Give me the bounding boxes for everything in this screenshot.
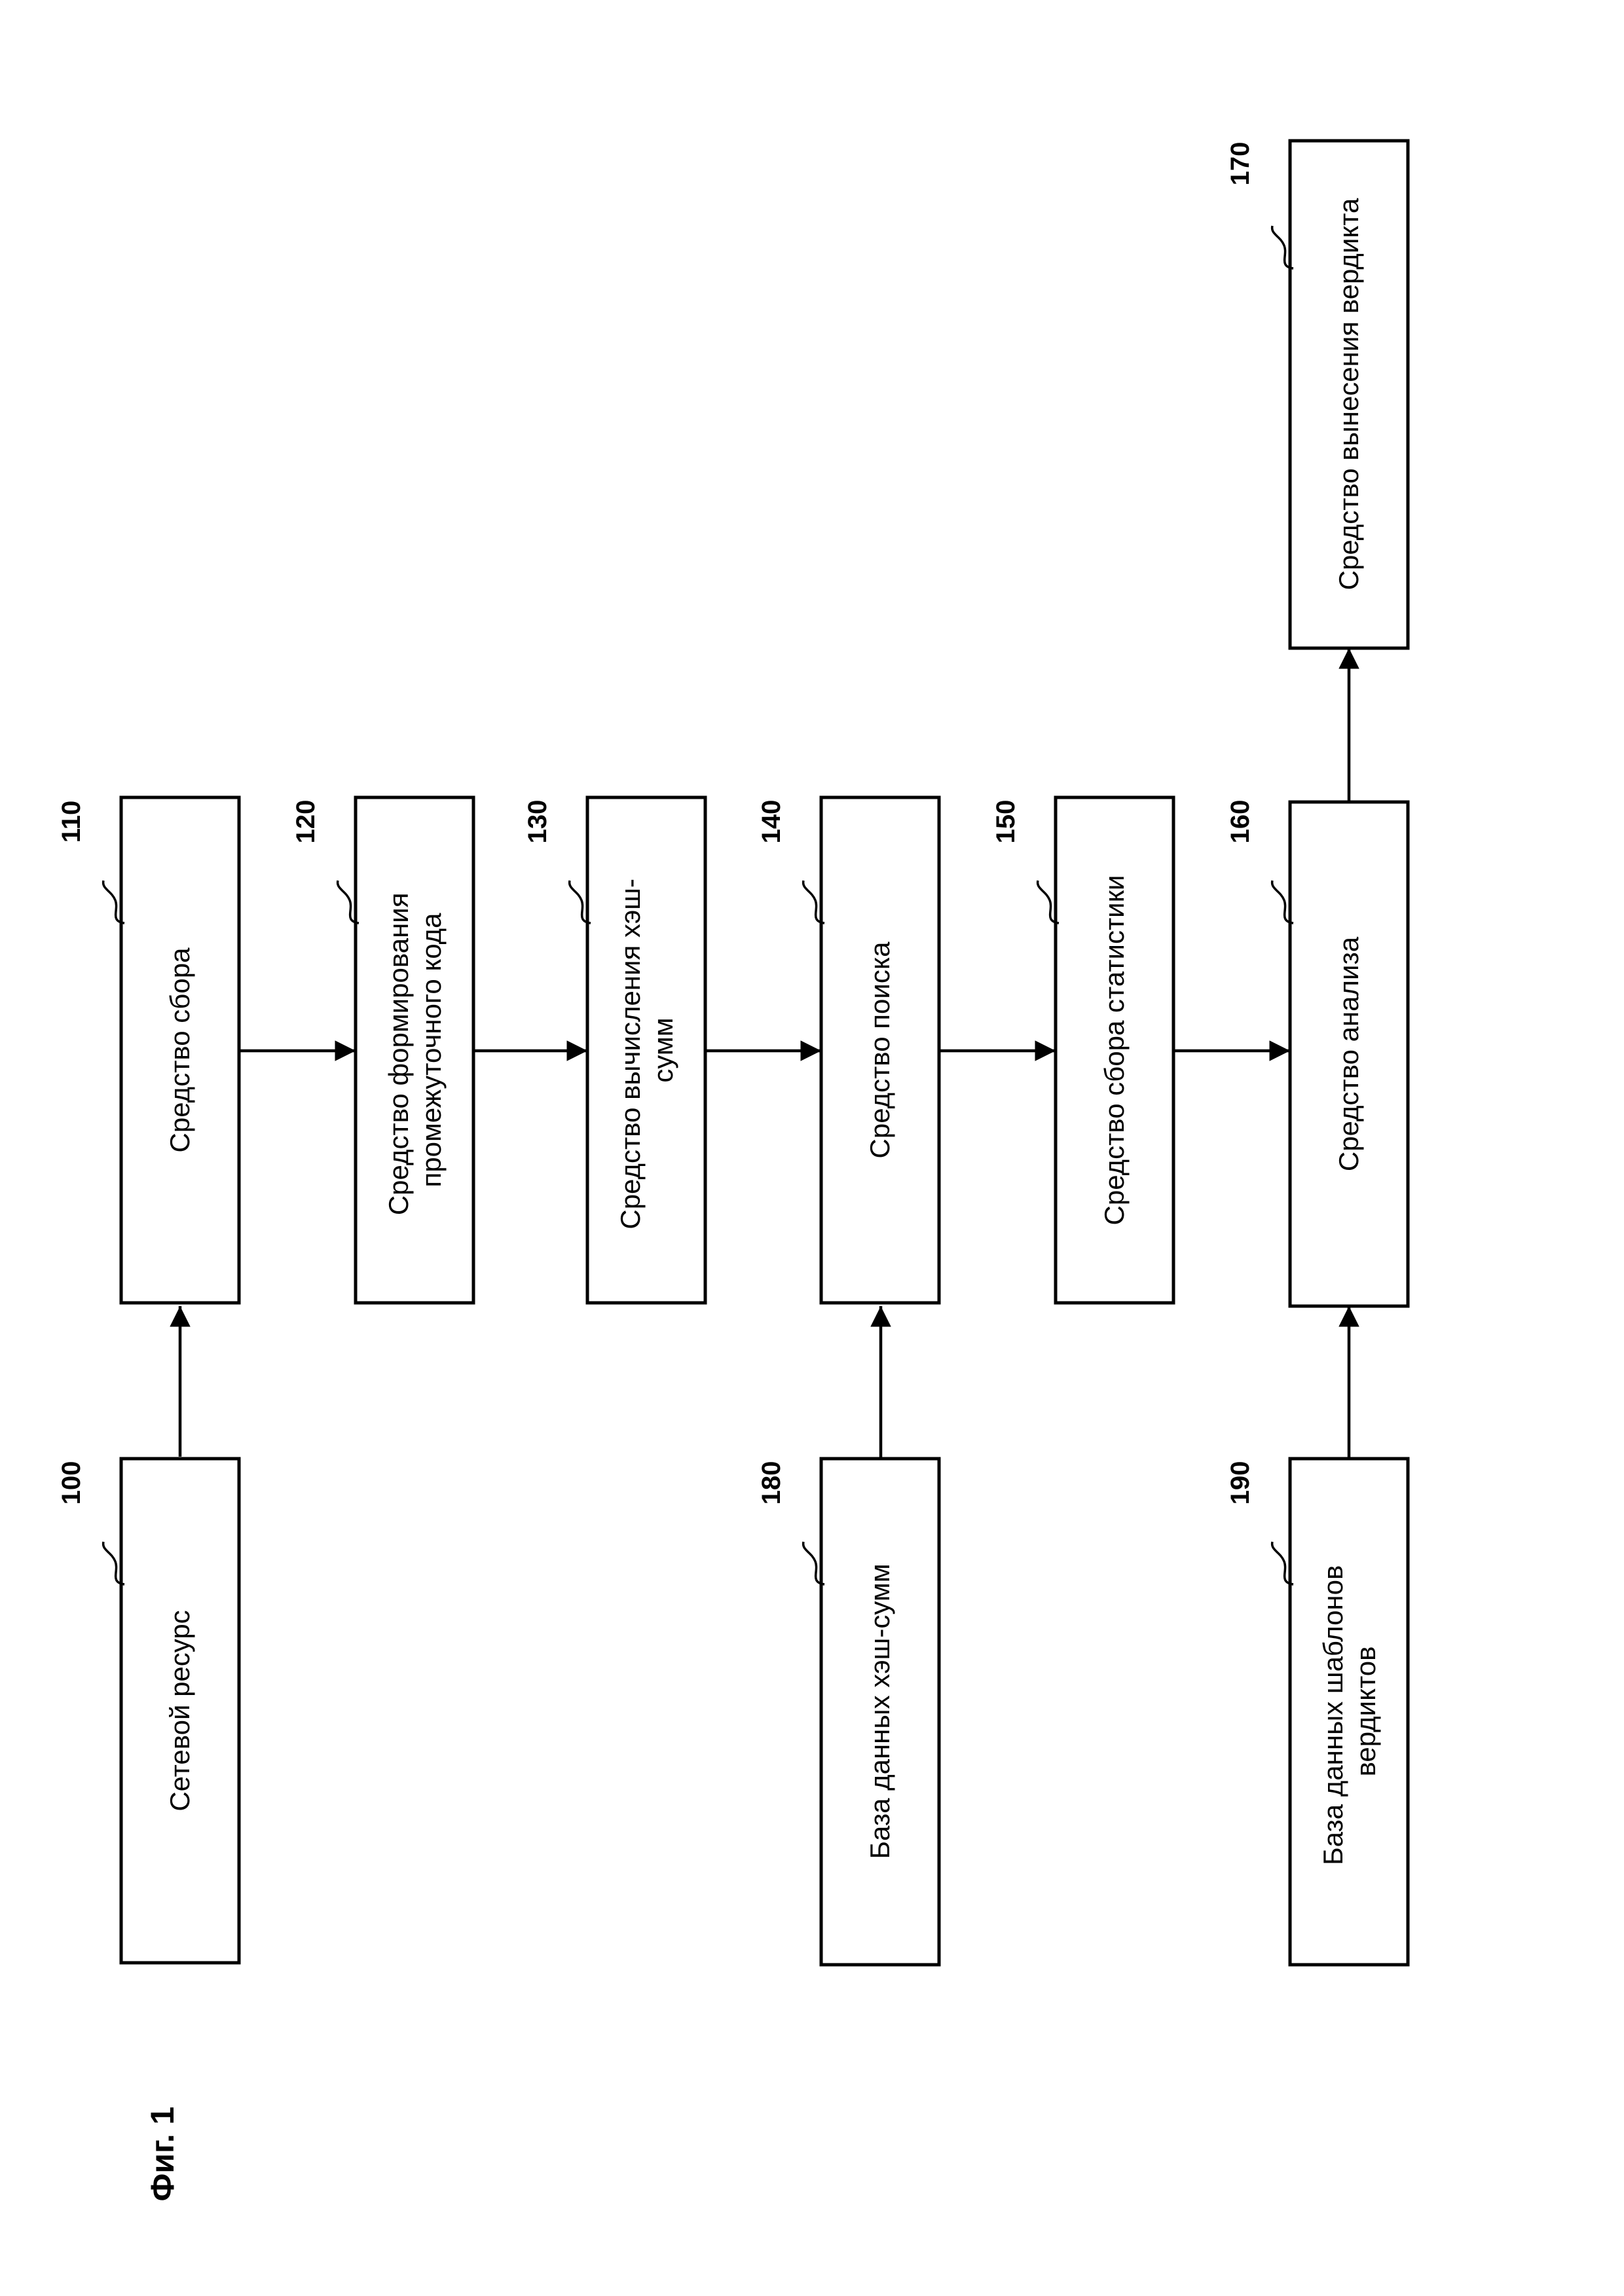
block-110: Средство сбора 110	[57, 797, 239, 1303]
block-190: База данных шаблонов вердиктов 190	[1226, 1459, 1408, 1965]
block-100-label: Сетевой ресурс	[164, 1610, 195, 1811]
block-190-ref: 190	[1226, 1461, 1255, 1505]
block-160-ref: 160	[1226, 800, 1255, 844]
block-100-ref: 100	[57, 1461, 86, 1505]
block-180-ref: 180	[757, 1461, 786, 1505]
block-100: Сетевой ресурс 100	[57, 1459, 239, 1963]
block-160-label: Средство анализа	[1333, 936, 1364, 1171]
block-130-ref: 130	[523, 800, 552, 844]
block-150-ref: 150	[991, 800, 1020, 844]
block-130-box	[587, 797, 705, 1303]
block-160: Средство анализа 160	[1226, 800, 1408, 1306]
figure-caption: Фиг. 1	[144, 2107, 181, 2202]
block-120-ref: 120	[291, 800, 320, 844]
block-150-label: Средство сбора статистики	[1099, 875, 1130, 1226]
block-170-label: Средство вынесения вердикта	[1333, 198, 1364, 590]
block-170: Средство вынесения вердикта 170	[1226, 141, 1408, 648]
block-190-box	[1290, 1459, 1408, 1965]
block-110-ref: 110	[57, 801, 86, 843]
block-120-box	[356, 797, 473, 1303]
block-180: База данных хэш-сумм 180	[757, 1459, 939, 1965]
block-180-label: База данных хэш-сумм	[864, 1563, 895, 1859]
block-110-label: Средство сбора	[164, 947, 195, 1153]
block-170-ref: 170	[1226, 142, 1255, 186]
block-140-label: Средство поиска	[864, 941, 895, 1159]
block-140-ref: 140	[757, 800, 786, 844]
